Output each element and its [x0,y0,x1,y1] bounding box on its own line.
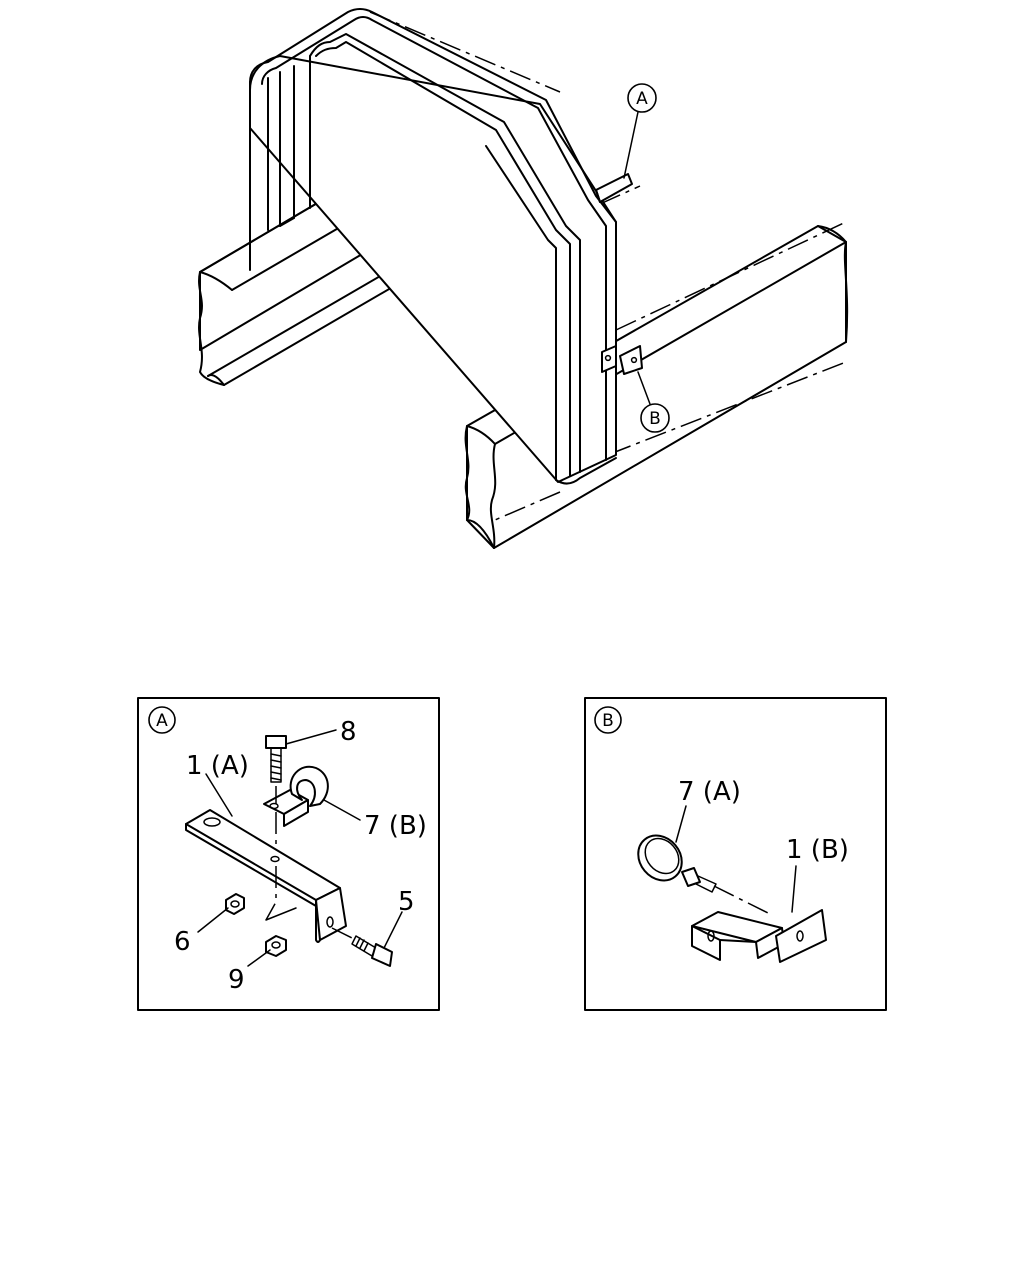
label-part-8: 8 [340,717,357,747]
clamp-part-7b [263,765,329,827]
u-bar-tube [249,8,617,485]
overview-callout-b: B [637,371,670,433]
strap-part-7a [637,834,771,915]
label-part-6: 6 [174,927,191,957]
detail-b-ref: B [602,711,614,731]
bolt-part-8 [265,735,287,783]
detail-a-ref: A [156,711,168,731]
bolt-part-5 [331,927,393,967]
label-part-1a: 1 (A) [186,751,249,781]
detail-b-frame [584,697,887,1011]
detail-b-panel: B 7 (A) 1 (B) [584,697,887,1011]
label-part-5: 5 [398,887,415,917]
overview-ref-b: B [649,409,661,429]
label-part-7a: 7 (A) [678,777,741,807]
overview-assembly: A B [198,8,849,549]
bracket-part-1b [691,909,827,963]
detail-a-frame [137,697,440,1011]
label-part-1b: 1 (B) [786,835,849,865]
label-part-7b: 7 (B) [364,811,427,841]
detail-a-panel: A [137,697,440,1011]
overview-callout-a: A [623,83,657,179]
bracket-part-1a [185,809,347,943]
clamp-b-bracket [601,345,643,375]
clamp-a-bracket [595,173,633,203]
label-part-9: 9 [228,965,245,995]
washer-part-9 [265,935,287,957]
nut-part-6 [225,893,245,915]
overview-ref-a: A [636,89,648,109]
